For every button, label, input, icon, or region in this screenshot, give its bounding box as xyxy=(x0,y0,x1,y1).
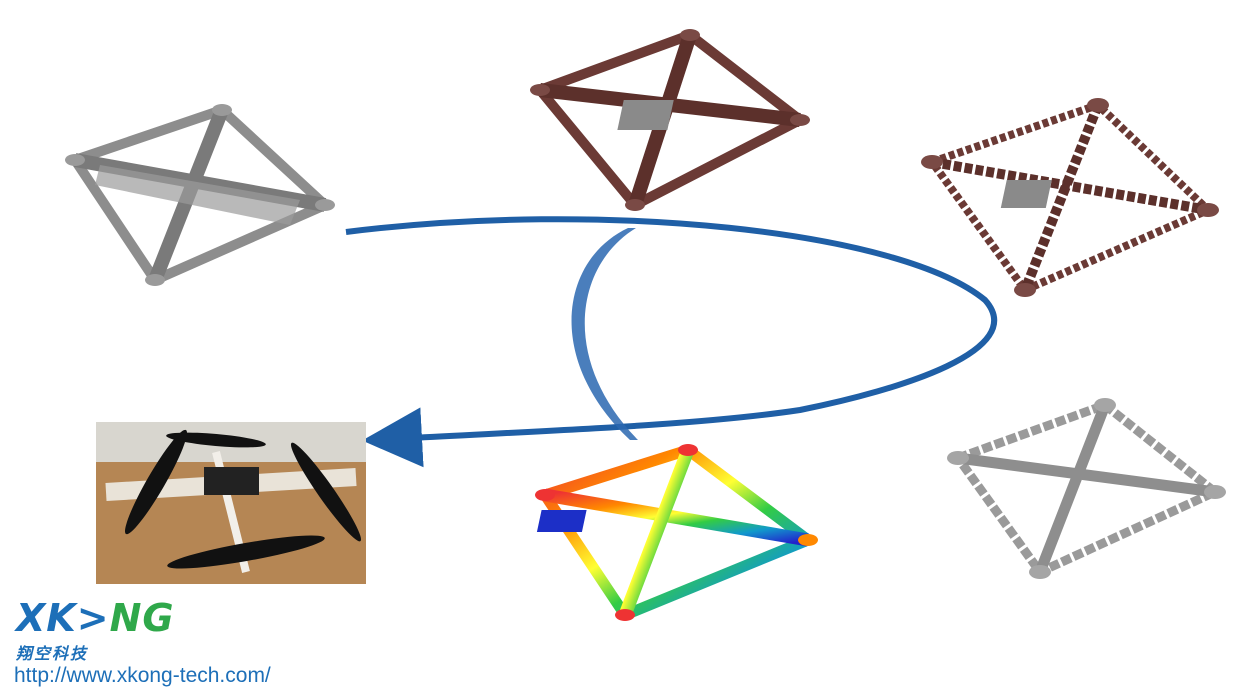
load-case-model xyxy=(530,29,810,211)
logo-mark: XK>NG xyxy=(16,596,175,640)
website-url[interactable]: http://www.xkong-tech.com/ xyxy=(14,664,271,687)
company-logo: XK>NG 翔空科技 xyxy=(16,598,175,664)
fea-analysis-model xyxy=(535,444,818,621)
printed-drone-photo xyxy=(96,422,366,584)
topology-optimized-model xyxy=(921,98,1219,297)
initial-design-model xyxy=(65,104,335,286)
refined-design-model xyxy=(947,398,1226,579)
process-arrow xyxy=(345,216,997,468)
logo-subtitle: 翔空科技 xyxy=(16,644,89,663)
